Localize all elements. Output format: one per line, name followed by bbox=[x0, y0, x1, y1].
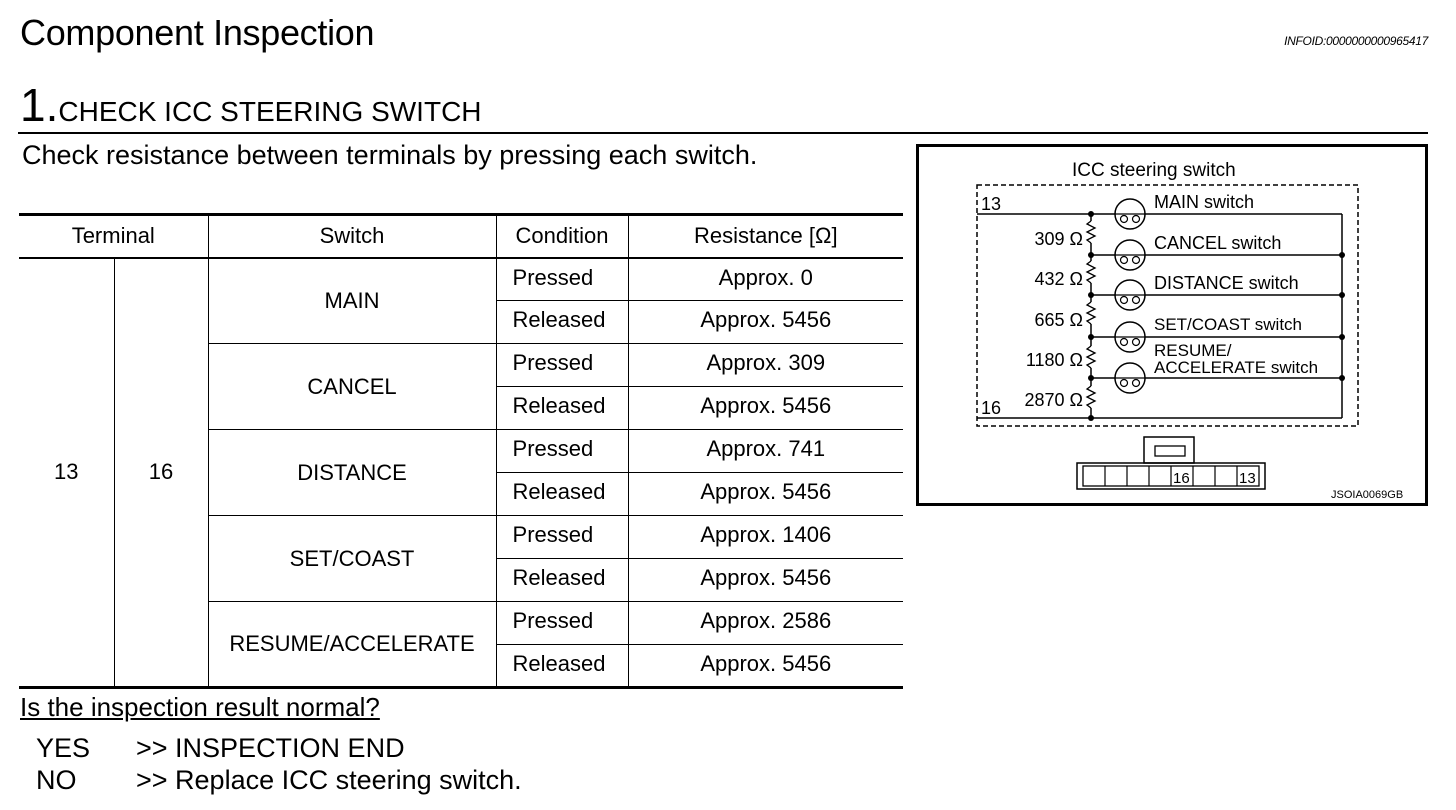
condition-cell: Released bbox=[496, 300, 629, 344]
condition-cell: Pressed bbox=[496, 515, 629, 559]
switch-cell: RESUME/ACCELERATE bbox=[208, 601, 497, 689]
terminal-b-cell: 16 bbox=[114, 257, 209, 689]
yes-action: >> INSPECTION END bbox=[136, 733, 405, 763]
connector-icon bbox=[1076, 436, 1266, 490]
main-switch-icon bbox=[1114, 198, 1146, 230]
resistor-3-label: 665 Ω bbox=[1035, 310, 1084, 330]
resistor-2-label: 432 Ω bbox=[1035, 269, 1084, 289]
condition-cell: Pressed bbox=[496, 343, 629, 387]
table-row: Released Approx. 5456 bbox=[19, 472, 904, 516]
resistance-cell: Approx. 5456 bbox=[628, 644, 904, 689]
step-title: CHECK ICC STEERING SWITCH bbox=[58, 96, 482, 127]
table-row: RESUME/ACCELERATE Pressed Approx. 2586 bbox=[19, 601, 904, 689]
cancel-switch-label: CANCEL switch bbox=[1154, 233, 1281, 253]
table-row: CANCEL Pressed Approx. 309 bbox=[19, 343, 904, 430]
resistor-3-icon bbox=[1085, 301, 1097, 325]
resistor-1-icon bbox=[1085, 220, 1097, 244]
resistor-2-icon bbox=[1085, 260, 1097, 284]
main-switch-label: MAIN switch bbox=[1154, 192, 1254, 212]
no-label: NO bbox=[36, 765, 77, 795]
resume-switch-label-line2: ACCELERATE switch bbox=[1154, 358, 1318, 377]
yes-label: YES bbox=[36, 733, 91, 763]
condition-cell: Pressed bbox=[496, 601, 629, 645]
table-row: Released Approx. 5456 bbox=[19, 386, 904, 430]
distance-switch-label: DISTANCE switch bbox=[1154, 273, 1299, 293]
label-mask bbox=[1152, 275, 1336, 292]
resistance-cell: Approx. 1406 bbox=[628, 515, 904, 559]
inspection-question: Is the inspection result normal? bbox=[20, 692, 380, 722]
label-mask bbox=[1152, 235, 1322, 252]
resistance-cell: Approx. 309 bbox=[628, 343, 904, 387]
resistor-4-label: 1180 Ω bbox=[1026, 350, 1083, 370]
resume-switch-icon bbox=[1114, 362, 1146, 394]
resistor-1-label: 309 Ω bbox=[1035, 229, 1084, 249]
table-row: Released Approx. 5456 bbox=[19, 558, 904, 602]
terminal-13-label: 13 bbox=[981, 194, 1001, 214]
resistance-table: Terminal Switch Condition Resistance [Ω]… bbox=[19, 213, 904, 689]
cancel-switch-icon bbox=[1114, 239, 1146, 271]
label-mask bbox=[1152, 193, 1284, 210]
intro-text: Check resistance between terminals by pr… bbox=[22, 140, 758, 170]
table-row: SET/COAST Pressed Approx. 1406 bbox=[19, 515, 904, 602]
resistance-cell: Approx. 2586 bbox=[628, 601, 904, 645]
header-switch: Switch bbox=[208, 213, 497, 259]
resistance-cell: Approx. 741 bbox=[628, 429, 904, 473]
no-action: >> Replace ICC steering switch. bbox=[136, 765, 522, 795]
resistance-cell: Approx. 5456 bbox=[628, 386, 904, 430]
table-header-row: Terminal Switch Condition Resistance [Ω] bbox=[19, 213, 904, 259]
table-row: Released Approx. 5456 bbox=[19, 644, 904, 689]
condition-cell: Released bbox=[496, 644, 629, 689]
table-row: Released Approx. 5456 bbox=[19, 300, 904, 344]
resistance-cell: Approx. 5456 bbox=[628, 300, 904, 344]
distance-switch-icon bbox=[1114, 279, 1146, 311]
switch-cell: SET/COAST bbox=[208, 515, 497, 602]
circuit-svg: ICC steering switch 13 16 309 Ω 432 Ω 66… bbox=[976, 160, 1403, 501]
step-heading: 1.CHECK ICC STEERING SWITCH bbox=[20, 78, 482, 132]
condition-cell: Released bbox=[496, 558, 629, 602]
setcoast-switch-label: SET/COAST switch bbox=[1154, 315, 1302, 334]
info-id: INFOID:0000000000965417 bbox=[1284, 34, 1428, 48]
header-resistance: Resistance [Ω] bbox=[628, 213, 904, 259]
table-row: DISTANCE Pressed Approx. 741 bbox=[19, 429, 904, 516]
resistor-4-icon bbox=[1085, 345, 1097, 369]
switch-cell: DISTANCE bbox=[208, 429, 497, 516]
terminal-a-cell: 13 bbox=[19, 257, 115, 689]
section-divider bbox=[18, 132, 1428, 134]
connector-pin-16: 16 bbox=[1173, 470, 1190, 487]
circuit-diagram: ICC steering switch 13 16 309 Ω 432 Ω 66… bbox=[916, 144, 1428, 506]
resistance-cell: Approx. 5456 bbox=[628, 472, 904, 516]
condition-cell: Released bbox=[496, 472, 629, 516]
step-number: 1. bbox=[20, 79, 59, 131]
switch-housing-outline bbox=[976, 184, 1359, 427]
resistance-cell: Approx. 5456 bbox=[628, 558, 904, 602]
condition-cell: Released bbox=[496, 386, 629, 430]
connector-pin-13: 13 bbox=[1239, 470, 1256, 487]
header-condition: Condition bbox=[496, 213, 629, 259]
table-row: 13 16 MAIN Pressed Approx. 0 bbox=[19, 257, 904, 689]
page-title: Component Inspection bbox=[20, 12, 375, 53]
terminal-16-label: 16 bbox=[981, 398, 1001, 418]
resume-switch-label-line1: RESUME/ bbox=[1154, 341, 1232, 360]
diagram-title: ICC steering switch bbox=[1072, 160, 1236, 181]
resistor-5-label: 2870 Ω bbox=[1025, 390, 1084, 410]
figure-id: JSOIA0069GB bbox=[1331, 489, 1403, 501]
resistor-5-icon bbox=[1085, 385, 1097, 409]
header-terminal: Terminal bbox=[19, 213, 209, 259]
setcoast-switch-icon bbox=[1114, 321, 1146, 353]
switch-cell: MAIN bbox=[208, 257, 497, 344]
resistance-cell: Approx. 0 bbox=[628, 257, 904, 301]
label-mask bbox=[1152, 341, 1336, 375]
condition-cell: Pressed bbox=[496, 257, 629, 301]
condition-cell: Pressed bbox=[496, 429, 629, 473]
switch-cell: CANCEL bbox=[208, 343, 497, 430]
